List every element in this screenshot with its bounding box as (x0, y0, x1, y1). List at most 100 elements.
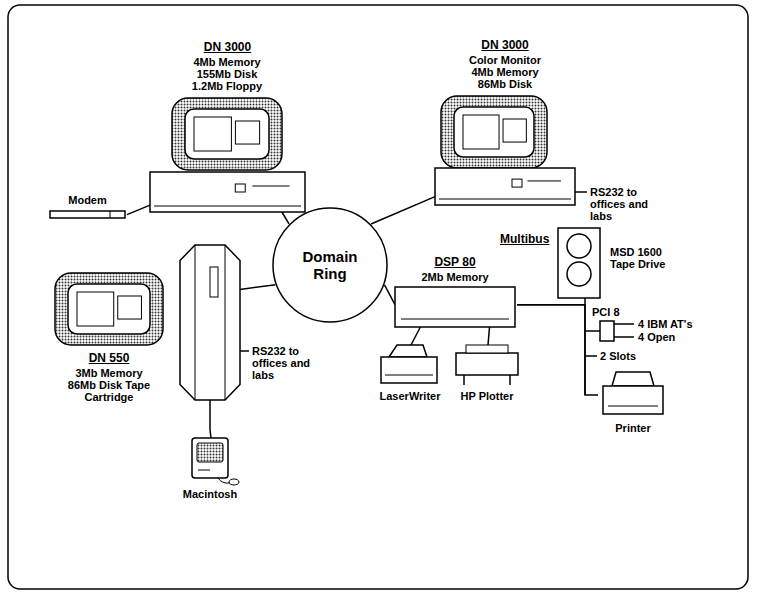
card-name: PCI 8 (592, 306, 620, 318)
paper-tray (389, 345, 427, 357)
network-cable (240, 285, 275, 290)
modem-box (50, 211, 125, 218)
monitor-screen (454, 107, 534, 157)
tower-case (180, 245, 240, 400)
workstation: DN 3000 4Mb Memory 155Mb Disk 1.2Mb Flopp… (150, 40, 307, 212)
printer: Printer (598, 372, 670, 440)
modem: Modem (50, 190, 127, 220)
monitor-screen (68, 284, 150, 334)
workstation: DN 550 3Mb Memory 86Mb Disk Tape Cartridg… (55, 245, 240, 430)
laser-printer: LaserWriter (375, 345, 447, 407)
mac-slot (198, 470, 210, 471)
modem-trim (110, 211, 111, 218)
port-count: 4 IBM AT's (638, 318, 693, 330)
printer-body (603, 386, 663, 414)
pci-card (600, 321, 614, 341)
monitor-bezel (55, 273, 163, 345)
device-name: Modem (50, 194, 125, 206)
spec-text: 2Mb Memory (395, 271, 515, 283)
spec-text: Color Monitor 4Mb Memory 86Mb Disk (460, 54, 550, 90)
monitor-screen (185, 109, 269, 159)
printer-trim (608, 406, 658, 407)
tower-edge (225, 245, 226, 400)
model-name: DN 3000 (150, 40, 305, 54)
cable-stub (209, 400, 211, 430)
tape-slot (210, 267, 218, 297)
workstation-icon (55, 245, 240, 430)
screen-window (235, 121, 259, 144)
server: DSP 80 2Mb Memory (395, 255, 517, 327)
pci-port-line (614, 323, 634, 325)
cpu-box (435, 168, 575, 205)
port-count: 4 Open (638, 331, 675, 343)
slot-count: 2 Slots (600, 350, 636, 362)
tape-cabinet (558, 228, 600, 298)
cpu-slot (527, 180, 561, 181)
network-cable (209, 430, 211, 438)
network-cable (411, 327, 420, 345)
pci-port-line (614, 336, 634, 338)
cpu-button (235, 184, 245, 192)
network-cable (385, 285, 395, 305)
plotter-body (456, 353, 518, 375)
screen-window (77, 292, 114, 326)
model-name: DN 3000 (435, 38, 575, 52)
tape-drive: MSD 1600 Tape Drive (558, 228, 688, 298)
tape-reel (567, 262, 591, 286)
screen-window (463, 115, 499, 149)
mac-screen (197, 443, 223, 462)
model-name: DN 550 (55, 351, 163, 365)
cpu-slot (252, 186, 289, 187)
tower-edge (195, 245, 196, 400)
dsp-trim (401, 319, 509, 320)
spec-text: 3Mb Memory 86Mb Disk Tape Cartridge (65, 367, 153, 403)
network-cable (517, 305, 598, 395)
plotter-paper (466, 345, 508, 353)
tape-reel (567, 234, 591, 258)
network-cable (282, 212, 289, 224)
network-cable (371, 197, 435, 224)
cpu-box (150, 172, 305, 212)
plotter: HP Plotter (452, 345, 524, 407)
screen-window (194, 117, 231, 151)
port-note: RS232 to offices and labs (590, 186, 654, 222)
workstation: DN 3000Color Monitor 4Mb Memory 86Mb Dis… (435, 38, 577, 205)
printer-trim (385, 375, 433, 376)
printer-paper (612, 372, 654, 386)
rs232-line (575, 191, 587, 193)
device-name: Printer (598, 422, 668, 434)
monitor-bezel (441, 96, 547, 168)
plotter-leg (509, 375, 511, 385)
bus-branch (585, 355, 597, 357)
spec-text: 4Mb Memory 155Mb Disk 1.2Mb Floppy (182, 56, 272, 92)
ring-network: Domain Ring (272, 207, 388, 323)
network-name: Domain Ring (295, 248, 365, 282)
cpu-trim (439, 199, 571, 200)
device-name: MSD 1600 Tape Drive (610, 246, 680, 270)
plotter-leg (463, 375, 465, 385)
mac-mouse (229, 479, 239, 485)
frame (8, 5, 748, 589)
cpu-button (512, 179, 522, 187)
bus-branch (585, 330, 600, 332)
monitor-bezel (172, 98, 282, 170)
network-cable (488, 327, 490, 345)
device-name: HP Plotter (452, 390, 522, 402)
macintosh: Macintosh (170, 438, 252, 502)
network-cable (517, 298, 585, 305)
model-name: DSP 80 (395, 255, 515, 269)
device-name: Macintosh (170, 488, 250, 500)
laserwriter-body (381, 357, 437, 383)
device-name: LaserWriter (375, 390, 445, 402)
ring-circle (273, 208, 387, 322)
cpu-trim (154, 206, 301, 207)
mac-body (192, 438, 228, 478)
rs232-line (240, 350, 249, 352)
bus-name: Multibus (500, 232, 549, 246)
port-note: RS232 to offices and labs (252, 345, 316, 381)
network-cable (127, 205, 150, 214)
screen-window (503, 119, 526, 142)
screen-window (118, 296, 142, 319)
